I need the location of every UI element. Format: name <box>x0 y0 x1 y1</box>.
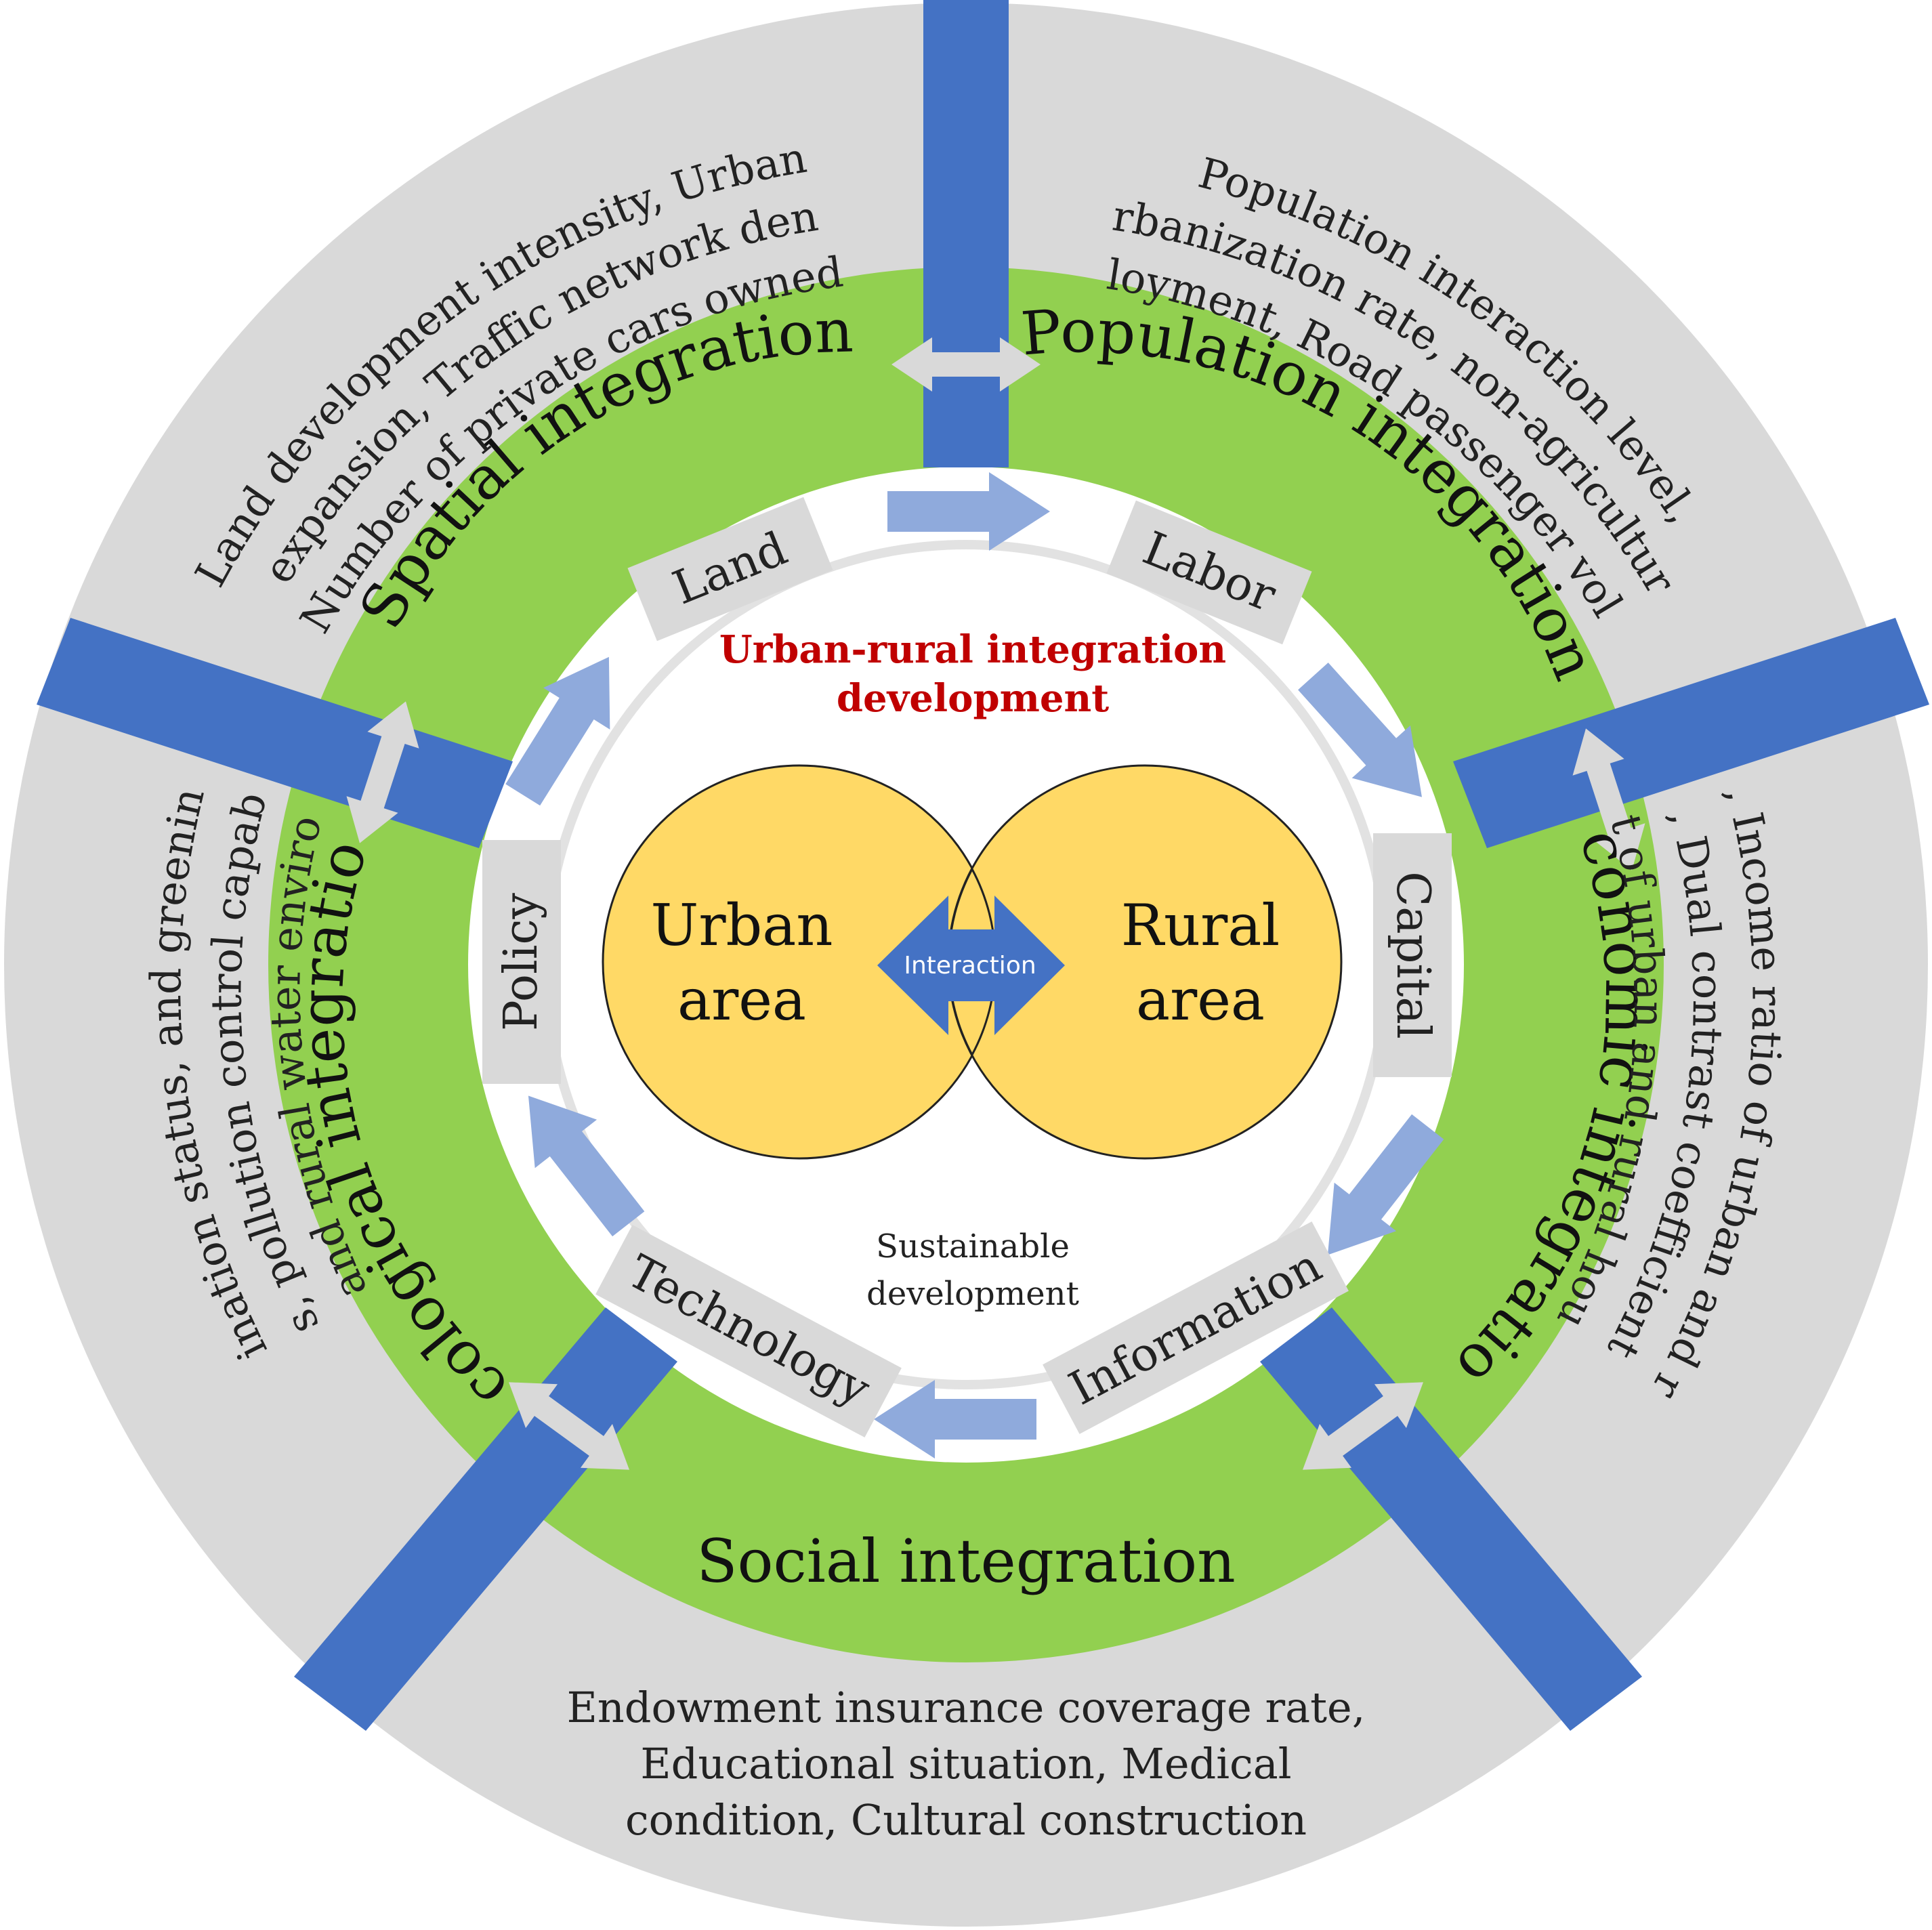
factor-capital: Capital <box>1373 833 1452 1077</box>
divider-spoke-lower-left <box>294 1307 677 1731</box>
sustainable-line2: development <box>866 1275 1079 1313</box>
flow-arrow-labor-to-capital <box>1298 663 1422 797</box>
flow-arrow-technology-to-policy <box>528 1095 645 1237</box>
rural-label-line1: Rural <box>1121 892 1280 959</box>
divider-spoke-top <box>923 0 1009 467</box>
factor-capital-label: Capital <box>1386 871 1440 1039</box>
double-arrow-top <box>891 337 1041 392</box>
rural-label-line2: area <box>1136 967 1265 1033</box>
indicator-social-line3: condition, Cultural construction <box>625 1795 1307 1845</box>
center-title-line1: Urban-rural integration <box>719 627 1226 672</box>
indicator-social: Endowment insurance coverage rate, Educa… <box>567 1683 1366 1845</box>
dimension-dividers <box>37 0 1929 1731</box>
divider-spoke-left <box>37 618 513 848</box>
double-arrow-lower-right <box>1303 1382 1423 1470</box>
indicator-social-line1: Endowment insurance coverage rate, <box>567 1683 1366 1732</box>
dimension-social-label: Social integration <box>696 1526 1236 1596</box>
double-arrow-left <box>346 701 419 843</box>
double-arrow-right <box>1572 728 1645 870</box>
center-title-line2: development <box>837 676 1109 721</box>
dimension-interaction-arrows <box>346 337 1645 1470</box>
flow-arrow-land-to-labor <box>887 472 1050 551</box>
interaction-label: Interaction <box>904 952 1036 980</box>
factor-policy-label: Policy <box>495 892 548 1031</box>
urban-label-line1: Urban <box>651 892 833 959</box>
flow-arrow-policy-to-land <box>505 656 610 806</box>
flow-arrow-capital-to-information <box>1327 1114 1444 1255</box>
divider-spoke-lower-right <box>1260 1307 1642 1731</box>
indicator-social-line2: Educational situation, Medical <box>640 1739 1291 1788</box>
factor-flow-arrows <box>505 472 1444 1459</box>
divider-spoke-right <box>1453 618 1929 848</box>
sustainable-line1: Sustainable <box>876 1228 1070 1265</box>
interaction-double-arrow <box>877 896 1065 1035</box>
flow-arrow-information-to-technology <box>874 1380 1036 1459</box>
urban-label-line2: area <box>677 967 806 1033</box>
double-arrow-lower-left <box>509 1382 629 1470</box>
factor-policy: Policy <box>482 840 561 1084</box>
